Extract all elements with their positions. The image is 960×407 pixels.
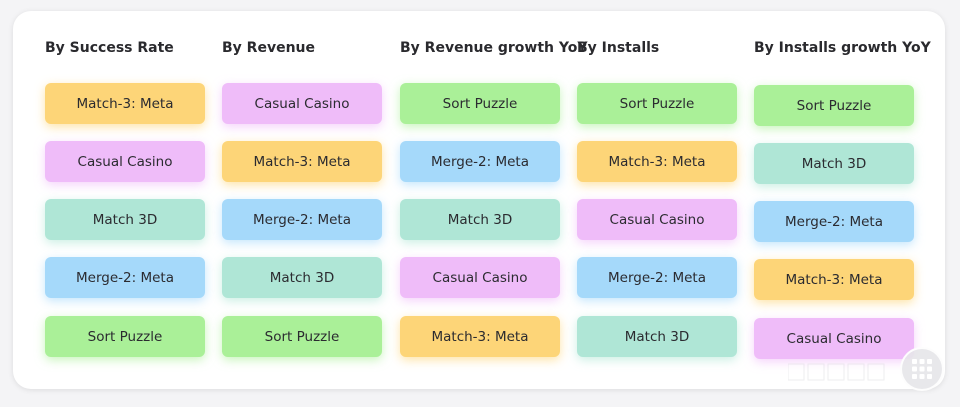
genre-tile: Casual Casino	[400, 257, 560, 298]
genre-tile: Merge-2: Meta	[222, 199, 382, 240]
genre-tile: Sort Puzzle	[754, 85, 914, 126]
genre-tile: Match 3D	[400, 199, 560, 240]
grid-logo-icon	[900, 347, 944, 391]
genre-tile: Sort Puzzle	[400, 83, 560, 124]
genre-tile: Match 3D	[222, 257, 382, 298]
column-title: By Revenue	[222, 40, 315, 56]
grid-logo-glyph	[912, 359, 932, 379]
genre-tile: Casual Casino	[754, 318, 914, 359]
genre-tile: Merge-2: Meta	[400, 141, 560, 182]
genre-tile: Casual Casino	[222, 83, 382, 124]
genre-tile: Match 3D	[577, 316, 737, 357]
genre-tile: Match-3: Meta	[577, 141, 737, 182]
genre-tile: Sort Puzzle	[45, 316, 205, 357]
genre-tile: Merge-2: Meta	[754, 201, 914, 242]
column-title: By Revenue growth YoY	[400, 40, 588, 56]
genre-tile: Merge-2: Meta	[45, 257, 205, 298]
genre-tile: Match-3: Meta	[400, 316, 560, 357]
ranking-card: By Success Rate Match-3: Meta Casual Cas…	[13, 11, 945, 389]
genre-tile: Match 3D	[45, 199, 205, 240]
column-title: By Installs growth YoY	[754, 40, 931, 56]
column-title: By Installs	[577, 40, 660, 56]
watermark-graphic	[788, 363, 885, 381]
genre-tile: Merge-2: Meta	[577, 257, 737, 298]
genre-tile: Match-3: Meta	[754, 259, 914, 300]
genre-tile: Sort Puzzle	[222, 316, 382, 357]
genre-tile: Casual Casino	[45, 141, 205, 182]
genre-tile: Match 3D	[754, 143, 914, 184]
genre-tile: Match-3: Meta	[222, 141, 382, 182]
genre-tile: Sort Puzzle	[577, 83, 737, 124]
genre-tile: Casual Casino	[577, 199, 737, 240]
column-title: By Success Rate	[45, 40, 174, 56]
genre-tile: Match-3: Meta	[45, 83, 205, 124]
